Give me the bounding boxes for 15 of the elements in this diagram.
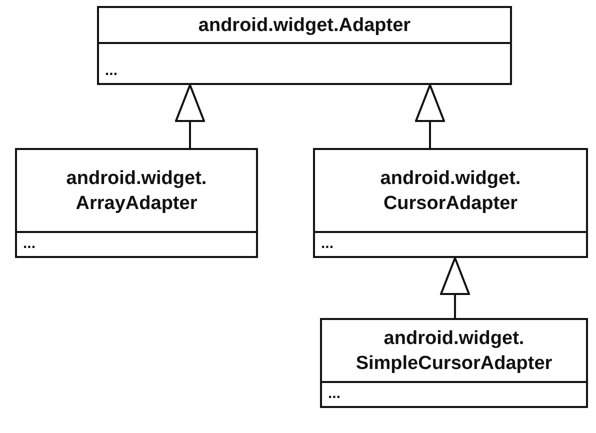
class-members: ... [23, 235, 36, 252]
class-members: ... [328, 385, 341, 402]
class-name: android.widget. ArrayAdapter [65, 166, 208, 216]
class-name: android.widget. CursorAdapter [379, 166, 522, 216]
class-box [15, 148, 258, 258]
class-name: android.widget.Adapter [198, 14, 411, 38]
class-members: ... [321, 235, 334, 252]
inheritance-arrow [415, 84, 445, 148]
class-box [97, 6, 512, 85]
class-box [313, 148, 588, 258]
inheritance-arrow [440, 257, 470, 318]
class-box [320, 318, 588, 408]
inheritance-arrow [175, 84, 205, 148]
class-name: android.widget. SimpleCursorAdapter [354, 326, 554, 376]
class-members: ... [105, 62, 118, 79]
